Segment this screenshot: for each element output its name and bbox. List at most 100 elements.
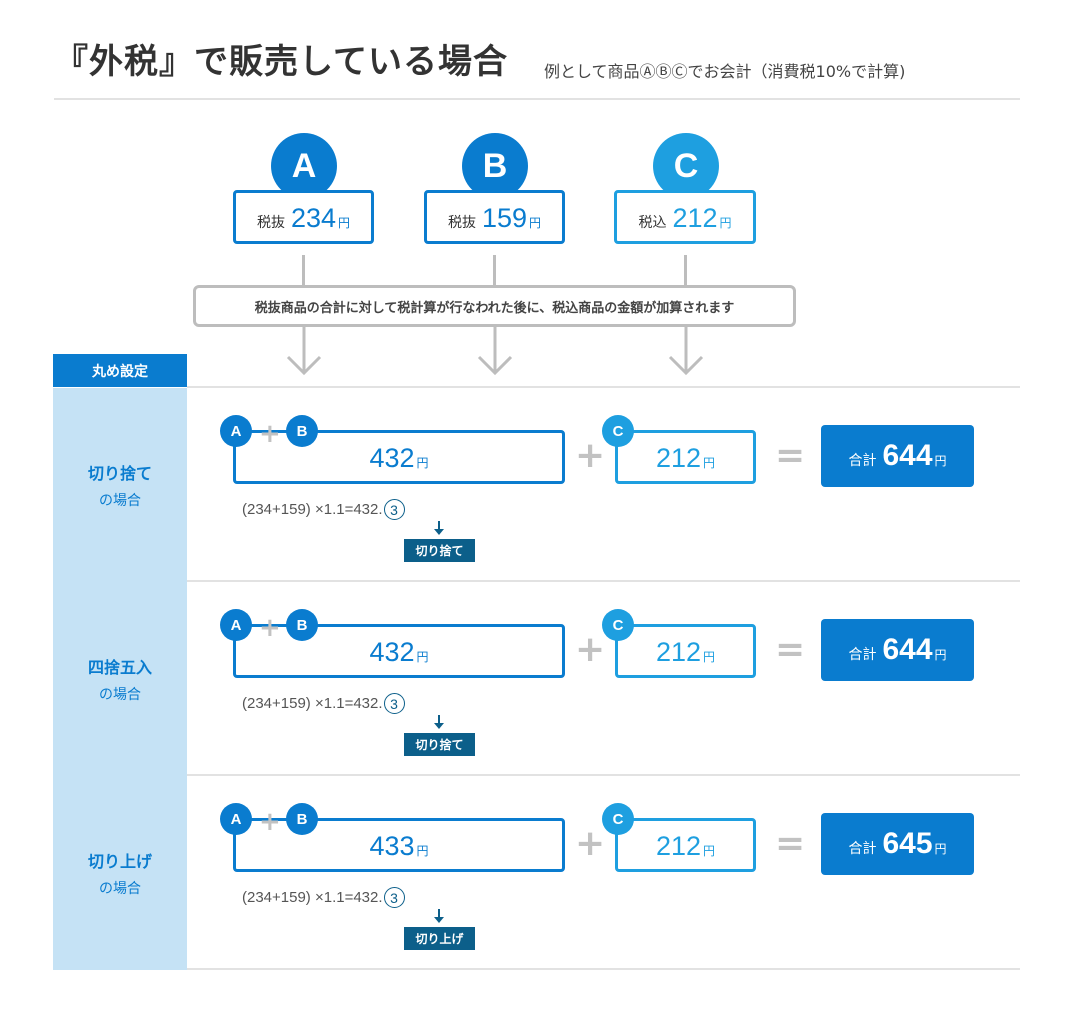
page-title: 『外税』で販売している場合 [54, 42, 508, 82]
pointer-line [438, 909, 440, 919]
badge-a: A [220, 803, 252, 835]
row-label-cell: 四捨五入 の場合 [53, 582, 187, 776]
rounding-row-truncate: 切り捨て の場合 432 円 A + B + 212 円 C = 合計 644 … [53, 388, 1020, 582]
row-divider [187, 774, 1020, 776]
page-subtitle: 例として商品ⒶⒷⒸでお会計（消費税10%で計算) [544, 62, 906, 81]
total-label: 合計 [848, 453, 877, 469]
ab-subtotal-box: 433 円 [233, 818, 565, 872]
pointer-arrow-icon [434, 529, 444, 535]
ab-subtotal-value: 432 [369, 443, 415, 473]
small-plus-sign: + [259, 613, 281, 643]
small-plus-sign: + [259, 807, 281, 837]
total-value: 645 [882, 827, 933, 860]
row-label-sub: の場合 [99, 493, 141, 509]
connector-line-a [302, 255, 305, 287]
pointer-arrow-icon [434, 917, 444, 923]
rounding-row-round-half: 四捨五入 の場合 432 円 A + B + 212 円 C = 合計 644 … [53, 582, 1020, 776]
c-price-box: 212 円 [615, 430, 756, 484]
c-price-unit: 円 [703, 456, 716, 470]
product-a-price-box: 税抜 234 円 [233, 190, 374, 244]
product-b-price-box: 税抜 159 円 [424, 190, 565, 244]
pointer-arrow-icon [434, 723, 444, 729]
total-box: 合計 644 円 [821, 425, 974, 487]
product-b-unit: 円 [529, 216, 542, 230]
formula: (234+159) ×1.1=432. 3 [242, 693, 405, 714]
c-price-box: 212 円 [615, 818, 756, 872]
badge-c: C [602, 609, 634, 641]
formula: (234+159) ×1.1=432. 3 [242, 499, 405, 520]
rounding-setting-header: 丸め設定 [53, 354, 187, 387]
c-price-box: 212 円 [615, 624, 756, 678]
badge-b: B [286, 415, 318, 447]
rounding-tag: 切り捨て [404, 733, 475, 756]
ab-subtotal-unit: 円 [416, 650, 429, 664]
product-a-badge: A [271, 133, 337, 199]
product-c-badge: C [653, 133, 719, 199]
row-label-cell: 切り捨て の場合 [53, 388, 187, 582]
badge-c: C [602, 415, 634, 447]
header-divider [187, 386, 1020, 388]
ab-subtotal-unit: 円 [416, 456, 429, 470]
calculation-note: 税抜商品の合計に対して税計算が行なわれた後に、税込商品の金額が加算されます [193, 285, 796, 327]
formula-text: (234+159) ×1.1=432. [242, 501, 383, 518]
total-value: 644 [882, 439, 933, 472]
product-a-price: 234 [290, 203, 337, 233]
c-price-value: 212 [655, 637, 702, 667]
product-c-unit: 円 [719, 216, 732, 230]
product-b-price: 159 [481, 203, 528, 233]
rounding-digit: 3 [383, 887, 405, 908]
total-label: 合計 [848, 647, 877, 663]
down-arrow-icon [286, 325, 322, 376]
ab-subtotal-value: 433 [369, 831, 415, 861]
pointer-line [438, 521, 440, 531]
row-label-cell: 切り上げ の場合 [53, 776, 187, 970]
ab-subtotal-box: 432 円 [233, 624, 565, 678]
equals-sign: = [775, 629, 806, 670]
badge-a: A [220, 609, 252, 641]
c-price-value: 212 [655, 443, 702, 473]
total-box: 合計 644 円 [821, 619, 974, 681]
rounding-row-round-up: 切り上げ の場合 433 円 A + B + 212 円 C = 合計 645 … [53, 776, 1020, 970]
total-unit: 円 [934, 454, 947, 468]
ab-subtotal-unit: 円 [416, 844, 429, 858]
formula-text: (234+159) ×1.1=432. [242, 695, 383, 712]
down-arrow-icon [668, 325, 704, 376]
plus-sign: + [575, 435, 606, 476]
row-label-sub: の場合 [99, 687, 141, 703]
total-value: 644 [882, 633, 933, 666]
formula: (234+159) ×1.1=432. 3 [242, 887, 405, 908]
rounding-tag: 切り上げ [404, 927, 475, 950]
small-plus-sign: + [259, 419, 281, 449]
title-divider [54, 98, 1020, 100]
row-label-main: 切り捨て [87, 464, 152, 483]
product-c-price: 212 [672, 203, 718, 233]
product-c-price-box: 税込 212 円 [614, 190, 756, 244]
pointer-line [438, 715, 440, 725]
rounding-tag: 切り捨て [404, 539, 475, 562]
total-label: 合計 [848, 841, 877, 857]
connector-line-c [684, 255, 687, 287]
down-arrow-icon [477, 325, 513, 376]
c-price-unit: 円 [703, 650, 716, 664]
total-unit: 円 [934, 648, 947, 662]
connector-line-b [493, 255, 496, 287]
row-divider [187, 968, 1020, 970]
ab-subtotal-value: 432 [369, 637, 415, 667]
row-label-main: 四捨五入 [87, 658, 152, 677]
rounding-digit: 3 [383, 499, 405, 520]
product-c-tax-label: 税込 [638, 215, 667, 231]
ab-subtotal-box: 432 円 [233, 430, 565, 484]
total-unit: 円 [934, 842, 947, 856]
row-divider [187, 580, 1020, 582]
product-b-tax-label: 税抜 [447, 215, 476, 231]
total-box: 合計 645 円 [821, 813, 974, 875]
badge-b: B [286, 609, 318, 641]
row-label-sub: の場合 [99, 881, 141, 897]
product-a-tax-label: 税抜 [256, 215, 285, 231]
product-b-badge: B [462, 133, 528, 199]
plus-sign: + [575, 629, 606, 670]
equals-sign: = [775, 823, 806, 864]
badge-a: A [220, 415, 252, 447]
product-a-unit: 円 [338, 216, 351, 230]
badge-c: C [602, 803, 634, 835]
